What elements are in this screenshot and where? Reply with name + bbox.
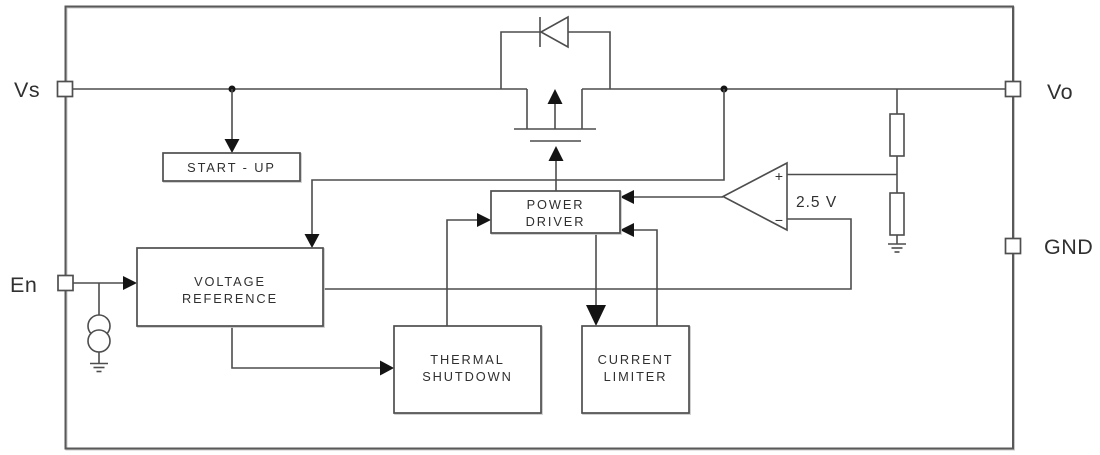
driver-right-top-arrowhead <box>620 190 634 204</box>
startup-arrowhead <box>224 139 240 153</box>
enable-ground-icon <box>90 362 108 373</box>
vs-pin-square <box>56 80 74 98</box>
thermal-to-driver-wire <box>446 219 477 326</box>
body-diode-triangle <box>539 15 569 49</box>
power-driver-label-line1: POWER <box>527 197 585 212</box>
error-amplifier-triangle <box>721 161 788 232</box>
output-sense-wire <box>311 89 725 234</box>
ic-boundary <box>64 5 1014 450</box>
gnd-pin-label: GND <box>1044 235 1093 259</box>
en-pin-square <box>57 274 74 292</box>
startup-label: START - UP <box>187 160 276 175</box>
current-limiter-block <box>581 325 690 414</box>
feedback-resistor-top <box>889 113 905 157</box>
feedback-divider <box>888 89 906 253</box>
voltage-reference-label-line2: REFERENCE <box>182 291 278 306</box>
bulk-arrowhead <box>547 89 563 104</box>
thermal-shutdown-label-line2: SHUTDOWN <box>422 369 513 384</box>
vo-pin-label: Vo <box>1047 80 1073 104</box>
gnd-pin-square <box>1004 237 1022 255</box>
current-limiter-label-line1: CURRENT <box>598 352 674 367</box>
reference-voltage-label: 2.5 V <box>796 194 837 211</box>
error-amplifier-icon: + − <box>721 161 788 232</box>
voltage-reference-block <box>136 247 324 327</box>
startup-block <box>162 152 301 182</box>
vo-pin-square <box>1004 80 1022 98</box>
gate-drive-arrowhead <box>548 146 564 161</box>
vref-top-arrowhead <box>304 234 320 248</box>
enable-current-source-icon <box>87 283 111 373</box>
voltage-reference-label-line1: VOLTAGE <box>194 274 266 289</box>
feedback-ground-icon <box>888 243 906 253</box>
vref-to-comparator-wire <box>323 218 852 290</box>
driver-right-bottom-arrowhead <box>620 223 634 237</box>
limiter-top-arrowhead <box>586 305 606 326</box>
power-driver-label-line2: DRIVER <box>526 214 586 229</box>
feedback-resistor-bottom <box>889 192 905 236</box>
thermal-left-arrowhead <box>380 360 394 376</box>
power-driver-block <box>490 190 621 234</box>
vref-left-arrowhead <box>123 276 137 290</box>
thermal-shutdown-block <box>393 325 542 414</box>
current-source-circle-bottom <box>87 329 111 353</box>
driver-left-arrowhead <box>477 213 491 227</box>
thermal-feed-wire <box>231 326 380 369</box>
en-pin-label: En <box>10 273 37 297</box>
body-diode-icon <box>500 15 611 89</box>
plus-input-label: + <box>775 168 783 184</box>
limiter-to-driver-wire <box>634 229 658 326</box>
pmos-pass-transistor-icon <box>514 89 596 142</box>
thermal-shutdown-label-line1: THERMAL <box>430 352 504 367</box>
current-limiter-label-line2: LIMITER <box>604 369 668 384</box>
vs-pin-label: Vs <box>14 78 40 102</box>
minus-input-label: − <box>775 212 783 228</box>
